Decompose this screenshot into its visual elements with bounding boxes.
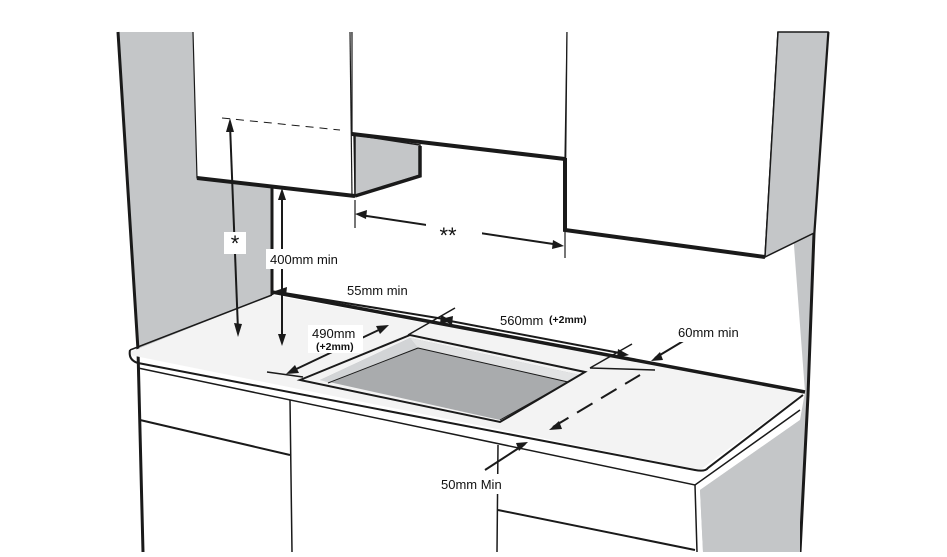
cutout-width-label: 560mm: [500, 313, 543, 328]
side-clearance-label: 60mm min: [678, 325, 739, 340]
rear-clearance-label: 55mm min: [347, 283, 408, 298]
cutout-width-tolerance: (+2mm): [549, 314, 587, 326]
left-side-wall: [118, 32, 272, 350]
base-cabinet-fronts: [137, 367, 698, 553]
width-marker-label: **: [439, 223, 457, 248]
right-base-side: [700, 420, 800, 552]
dim-55-line: [277, 291, 451, 321]
hob-cutout-left-wall: [320, 338, 418, 383]
height-marker-label: *: [231, 231, 240, 256]
upper-cabinet-right: [564, 31, 779, 258]
dim-star-line: [229, 124, 239, 331]
worktop-front-edge: [128, 349, 804, 472]
dim-50-dashed-line: [552, 374, 641, 428]
cutout-depth-tolerance: (+2mm): [316, 341, 354, 353]
min-height-label: 400mm min: [270, 252, 338, 267]
hob-cutout-back-wall: [410, 338, 580, 382]
dim-560-line: [444, 319, 626, 355]
front-clearance-label: 50mm Min: [441, 477, 502, 492]
upper-cabinet-left: [192, 31, 356, 196]
hob-cutout-outline: [296, 333, 588, 424]
right-cabinet-side: [764, 31, 829, 259]
cutout-depth-label: 490mm: [312, 326, 355, 341]
